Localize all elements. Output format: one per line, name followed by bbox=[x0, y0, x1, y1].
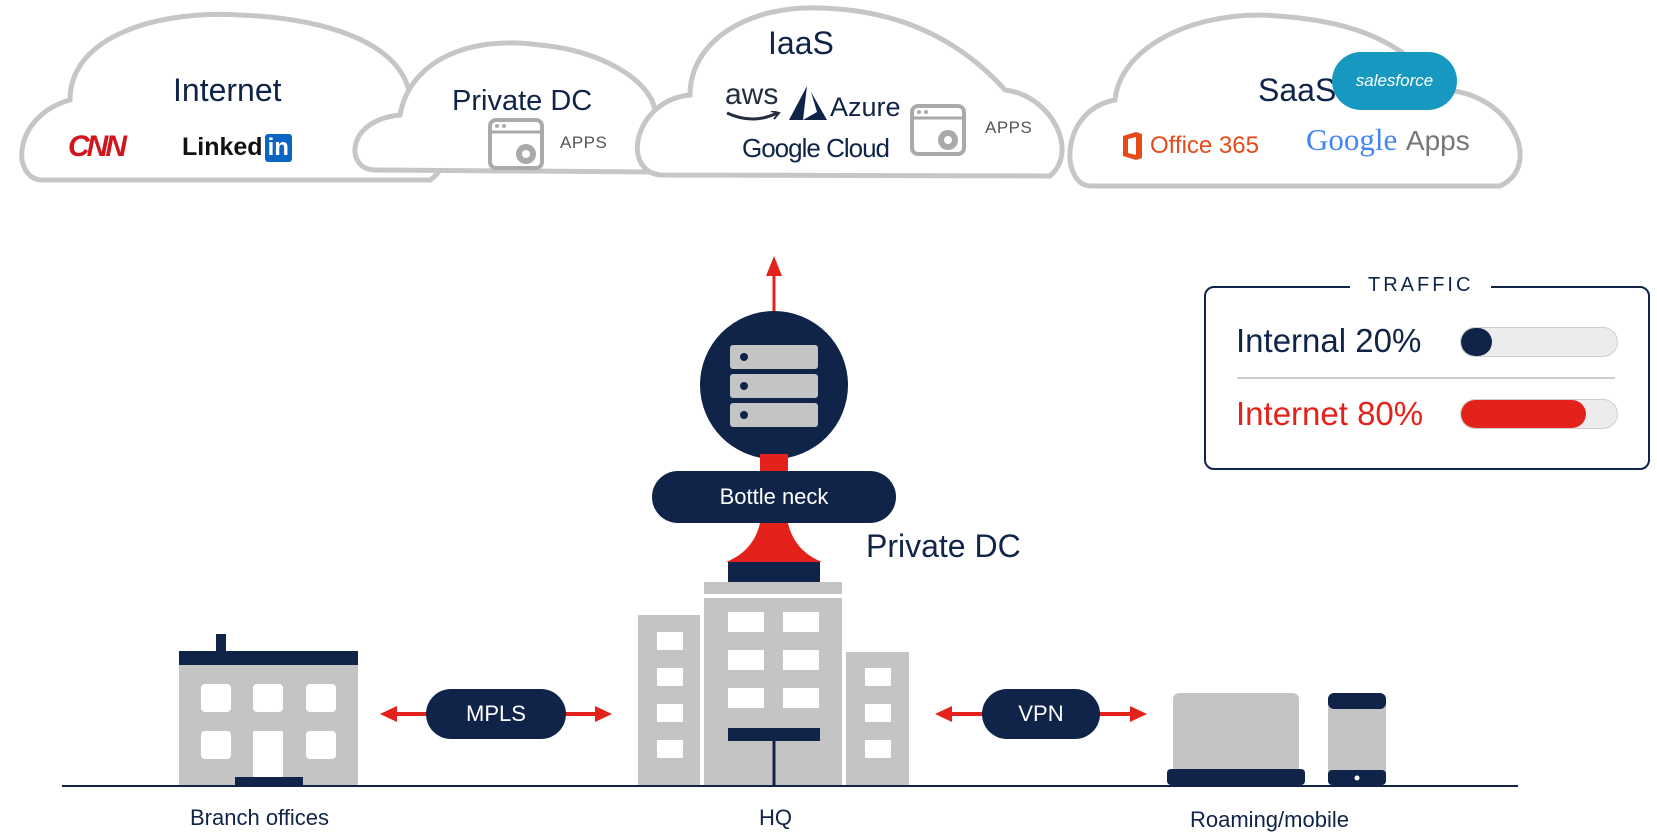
server-icon bbox=[700, 311, 848, 459]
cnn-logo: CNN bbox=[68, 130, 127, 163]
private-dc-label: Private DC bbox=[866, 528, 1021, 564]
outbound-arrow bbox=[766, 256, 782, 318]
saas-cloud-title: SaaS bbox=[1258, 72, 1337, 108]
internal-traffic-label: Internal 20% bbox=[1236, 322, 1422, 359]
hq-building bbox=[638, 562, 909, 785]
azure-logo-text: Azure bbox=[830, 92, 901, 122]
vpn-arrows bbox=[935, 706, 1147, 722]
iaas-apps-label: APPS bbox=[985, 118, 1033, 137]
office-icon bbox=[1123, 132, 1142, 160]
private-dc-cloud-title: Private DC bbox=[452, 85, 593, 117]
internet-traffic-label: Internet 80% bbox=[1236, 395, 1424, 432]
bottleneck-pill: Bottle neck bbox=[652, 471, 896, 523]
app-settings-icon bbox=[488, 118, 544, 170]
apps-logo-text: Apps bbox=[1405, 125, 1470, 156]
google-apps-logo: Google Apps bbox=[1306, 122, 1470, 158]
azure-icon bbox=[789, 86, 827, 120]
aws-smile-icon bbox=[726, 110, 781, 121]
google-logo-text: Google bbox=[1306, 122, 1398, 157]
internal-traffic-fill bbox=[1461, 328, 1493, 356]
app-settings-icon bbox=[910, 104, 966, 156]
vpn-pill: VPN bbox=[982, 689, 1100, 739]
internet-cloud-title: Internet bbox=[173, 72, 282, 108]
branch-office-building bbox=[179, 634, 358, 787]
hq-label: HQ bbox=[759, 805, 792, 830]
mpls-arrows bbox=[380, 706, 612, 722]
linkedin-logo-text: Linked bbox=[182, 133, 263, 161]
office365-logo-text: Office 365 bbox=[1150, 132, 1259, 159]
salesforce-logo: salesforce bbox=[1332, 52, 1457, 110]
mpls-pill: MPLS bbox=[426, 689, 566, 739]
traffic-title: TRAFFIC bbox=[1350, 274, 1492, 297]
roaming-mobile-label: Roaming/mobile bbox=[1190, 807, 1349, 832]
internet-traffic-fill bbox=[1461, 400, 1586, 428]
salesforce-logo-text: salesforce bbox=[1355, 71, 1434, 90]
traffic-divider bbox=[1237, 377, 1615, 379]
linkedin-logo-box: in bbox=[264, 134, 292, 162]
internal-traffic-bar bbox=[1460, 327, 1618, 357]
internet-traffic-bar bbox=[1460, 399, 1618, 429]
google-cloud-logo: Google Cloud bbox=[742, 133, 890, 163]
branch-offices-label: Branch offices bbox=[190, 805, 330, 830]
aws-logo-text: aws bbox=[725, 78, 779, 111]
private-dc-apps-label: APPS bbox=[560, 133, 608, 152]
bottleneck-funnel bbox=[726, 518, 822, 562]
mobile-devices bbox=[1167, 693, 1386, 785]
aws-logo: aws bbox=[725, 80, 781, 128]
iaas-cloud-title: IaaS bbox=[768, 25, 834, 61]
bottleneck-neck bbox=[760, 454, 788, 474]
network-diagram bbox=[62, 256, 1518, 787]
